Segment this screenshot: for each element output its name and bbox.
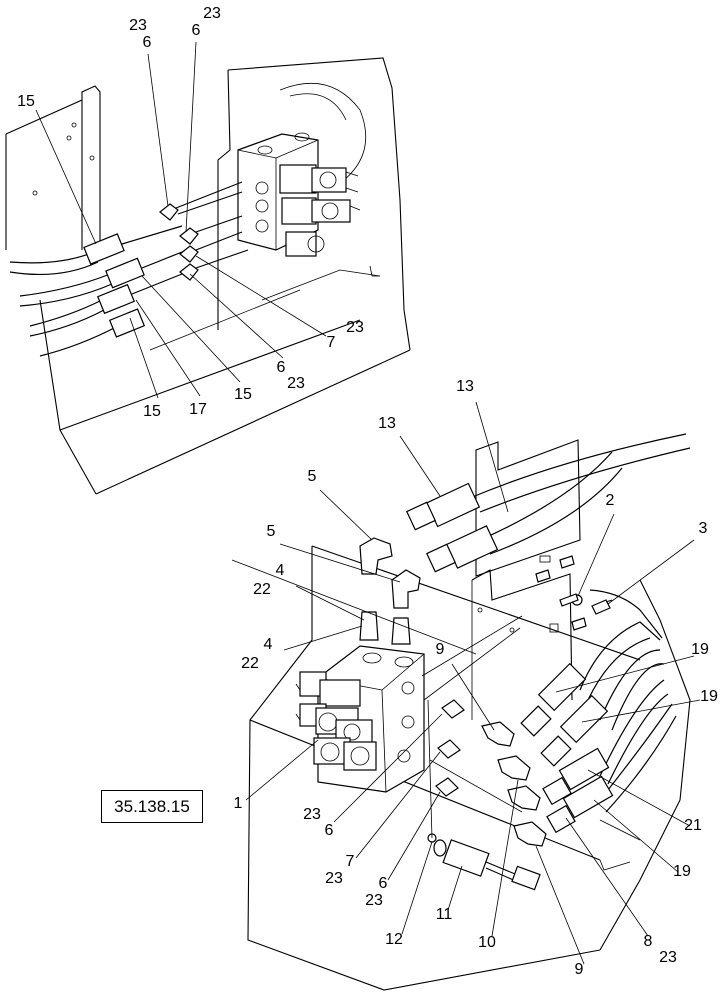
- callout-label: 13: [456, 378, 474, 395]
- callout-label: 10: [478, 934, 496, 951]
- callout-label: 15: [234, 386, 252, 403]
- callout-label: 7: [346, 853, 355, 870]
- callout-label: 12: [385, 931, 403, 948]
- callout-label: 9: [436, 641, 445, 658]
- reference-box[interactable]: 35.138.15: [101, 790, 203, 823]
- callout-label: 13: [378, 415, 396, 432]
- callout-label: 6: [277, 359, 286, 376]
- upper-hoses: [9, 225, 183, 357]
- fitting-23-6-a: [159, 181, 243, 221]
- callout-label: 11: [436, 906, 453, 923]
- callout-label: 23: [287, 375, 305, 392]
- bolt-2: [559, 593, 583, 607]
- callout-label: 8: [644, 933, 653, 950]
- callout-label: 22: [241, 655, 259, 672]
- upper-leader-lines: [35, 41, 327, 399]
- hoses-19-21: [520, 589, 677, 834]
- callout-label: 19: [673, 863, 691, 880]
- callout-label: 1: [234, 795, 243, 812]
- callout-label: 23: [365, 892, 383, 909]
- callout-label: 9: [575, 961, 584, 978]
- lower-assembly-view: [231, 401, 701, 991]
- fitting-23-6-b: [179, 215, 249, 281]
- upper-assembly-view: [5, 41, 411, 495]
- callout-label: 6: [192, 22, 201, 39]
- lower-leader-lines: [245, 401, 701, 965]
- callout-label: 5: [308, 468, 317, 485]
- callout-label: 23: [659, 949, 677, 966]
- callout-label: 15: [17, 93, 35, 110]
- callout-label: 4: [276, 562, 285, 579]
- bolt-3: [591, 599, 613, 615]
- callout-label: 3: [699, 520, 708, 537]
- callout-label: 6: [325, 822, 334, 839]
- valve-block-1: [295, 645, 425, 793]
- callout-label: 19: [700, 688, 718, 705]
- callout-label: 7: [327, 334, 336, 351]
- hoses-13: [406, 433, 691, 573]
- callout-label: 23: [346, 319, 364, 336]
- callout-label: 22: [253, 581, 271, 598]
- callout-label: 23: [129, 17, 147, 34]
- callout-label: 17: [189, 401, 207, 418]
- callout-label: 6: [143, 34, 152, 51]
- callout-label: 23: [325, 870, 343, 887]
- callout-label: 6: [379, 875, 388, 892]
- callout-label: 23: [203, 5, 221, 22]
- callout-label: 21: [684, 817, 702, 834]
- callout-label: 2: [606, 492, 615, 509]
- callout-label: 19: [691, 641, 709, 658]
- callout-label: 4: [264, 636, 273, 653]
- callout-label: 5: [267, 523, 276, 540]
- callout-label: 23: [303, 806, 321, 823]
- pressure-switch-11: [433, 839, 541, 891]
- callout-label: 15: [143, 403, 161, 420]
